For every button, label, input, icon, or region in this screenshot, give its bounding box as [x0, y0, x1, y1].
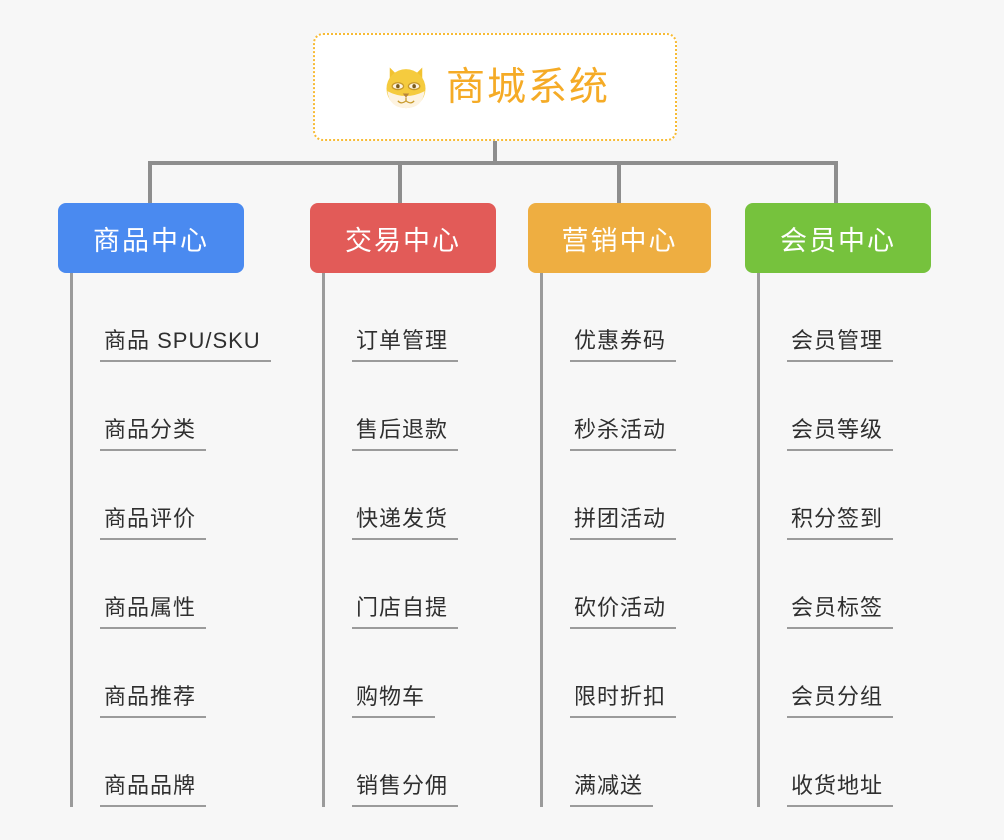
branch-items-1: 商品 SPU/SKU 商品分类 商品评价 商品属性 商品推荐 商品品牌 [58, 273, 271, 807]
leaf-label: 购物车 [352, 684, 436, 718]
leaf-label: 会员标签 [787, 595, 894, 629]
leaf-label: 商品推荐 [100, 684, 207, 718]
leaf-label: 商品 SPU/SKU [100, 328, 271, 362]
branch-column-3: 营销中心 优惠券码 秒杀活动 拼团活动 砍价活动 限时折扣 满减送 [528, 203, 711, 807]
list-item[interactable]: 商品评价 [58, 451, 244, 540]
leaf-label: 会员分组 [787, 684, 894, 718]
list-item[interactable]: 商品属性 [58, 540, 244, 629]
branch-trunk-3 [540, 273, 543, 807]
category-box-1[interactable]: 商品中心 [58, 203, 244, 273]
branch-column-1: 商品中心 商品 SPU/SKU 商品分类 商品评价 商品属性 商品推荐 商品品牌 [58, 203, 271, 807]
list-item[interactable]: 砍价活动 [528, 540, 711, 629]
category-box-3[interactable]: 营销中心 [528, 203, 711, 273]
connector-drop-1 [148, 161, 152, 205]
shiba-dog-icon [386, 67, 426, 112]
branch-items-2: 订单管理 售后退款 快递发货 门店自提 购物车 销售分佣 [310, 273, 496, 807]
branch-column-2: 交易中心 订单管理 售后退款 快递发货 门店自提 购物车 销售分佣 [310, 203, 496, 807]
list-item[interactable]: 订单管理 [310, 273, 496, 362]
branch-trunk-4 [757, 273, 760, 807]
list-item[interactable]: 会员分组 [745, 629, 931, 718]
root-node-商城系统[interactable]: 商城系统 [313, 33, 677, 141]
leaf-label: 商品属性 [100, 595, 207, 629]
leaf-label: 销售分佣 [352, 773, 459, 807]
list-item[interactable]: 商品分类 [58, 362, 244, 451]
list-item[interactable]: 商品 SPU/SKU [58, 273, 271, 362]
list-item[interactable]: 快递发货 [310, 451, 496, 540]
list-item[interactable]: 商品推荐 [58, 629, 244, 718]
leaf-label: 门店自提 [352, 595, 459, 629]
root-title: 商城系统 [445, 65, 610, 109]
list-item[interactable]: 满减送 [528, 718, 711, 807]
connector-drop-2 [398, 161, 402, 205]
list-item[interactable]: 会员等级 [745, 362, 931, 451]
leaf-label: 商品品牌 [100, 773, 207, 807]
branch-trunk-1 [70, 273, 73, 807]
leaf-label: 积分签到 [787, 506, 894, 540]
leaf-label: 砍价活动 [570, 595, 677, 629]
connector-root-stem [493, 141, 497, 163]
category-box-4[interactable]: 会员中心 [745, 203, 931, 273]
list-item[interactable]: 拼团活动 [528, 451, 711, 540]
branch-items-3: 优惠券码 秒杀活动 拼团活动 砍价活动 限时折扣 满减送 [528, 273, 711, 807]
leaf-label: 拼团活动 [570, 506, 677, 540]
leaf-label: 收货地址 [787, 773, 894, 807]
list-item[interactable]: 会员标签 [745, 540, 931, 629]
list-item[interactable]: 限时折扣 [528, 629, 711, 718]
branch-column-4: 会员中心 会员管理 会员等级 积分签到 会员标签 会员分组 收货地址 [745, 203, 931, 807]
leaf-label: 满减送 [570, 773, 654, 807]
leaf-label: 会员等级 [787, 417, 894, 451]
branch-trunk-2 [322, 273, 325, 807]
branch-items-4: 会员管理 会员等级 积分签到 会员标签 会员分组 收货地址 [745, 273, 931, 807]
list-item[interactable]: 收货地址 [745, 718, 931, 807]
list-item[interactable]: 售后退款 [310, 362, 496, 451]
connector-drop-3 [617, 161, 621, 205]
list-item[interactable]: 会员管理 [745, 273, 931, 362]
list-item[interactable]: 门店自提 [310, 540, 496, 629]
leaf-label: 优惠券码 [570, 328, 677, 362]
leaf-label: 订单管理 [352, 328, 459, 362]
leaf-label: 快递发货 [352, 506, 459, 540]
list-item[interactable]: 销售分佣 [310, 718, 496, 807]
list-item[interactable]: 商品品牌 [58, 718, 244, 807]
list-item[interactable]: 购物车 [310, 629, 496, 718]
leaf-label: 售后退款 [352, 417, 459, 451]
leaf-label: 商品评价 [100, 506, 207, 540]
leaf-label: 限时折扣 [570, 684, 677, 718]
list-item[interactable]: 秒杀活动 [528, 362, 711, 451]
leaf-label: 会员管理 [787, 328, 894, 362]
connector-drop-4 [834, 161, 838, 205]
category-box-2[interactable]: 交易中心 [310, 203, 496, 273]
connector-bus [148, 161, 838, 165]
leaf-label: 秒杀活动 [570, 417, 677, 451]
list-item[interactable]: 积分签到 [745, 451, 931, 540]
leaf-label: 商品分类 [100, 417, 207, 451]
list-item[interactable]: 优惠券码 [528, 273, 711, 362]
